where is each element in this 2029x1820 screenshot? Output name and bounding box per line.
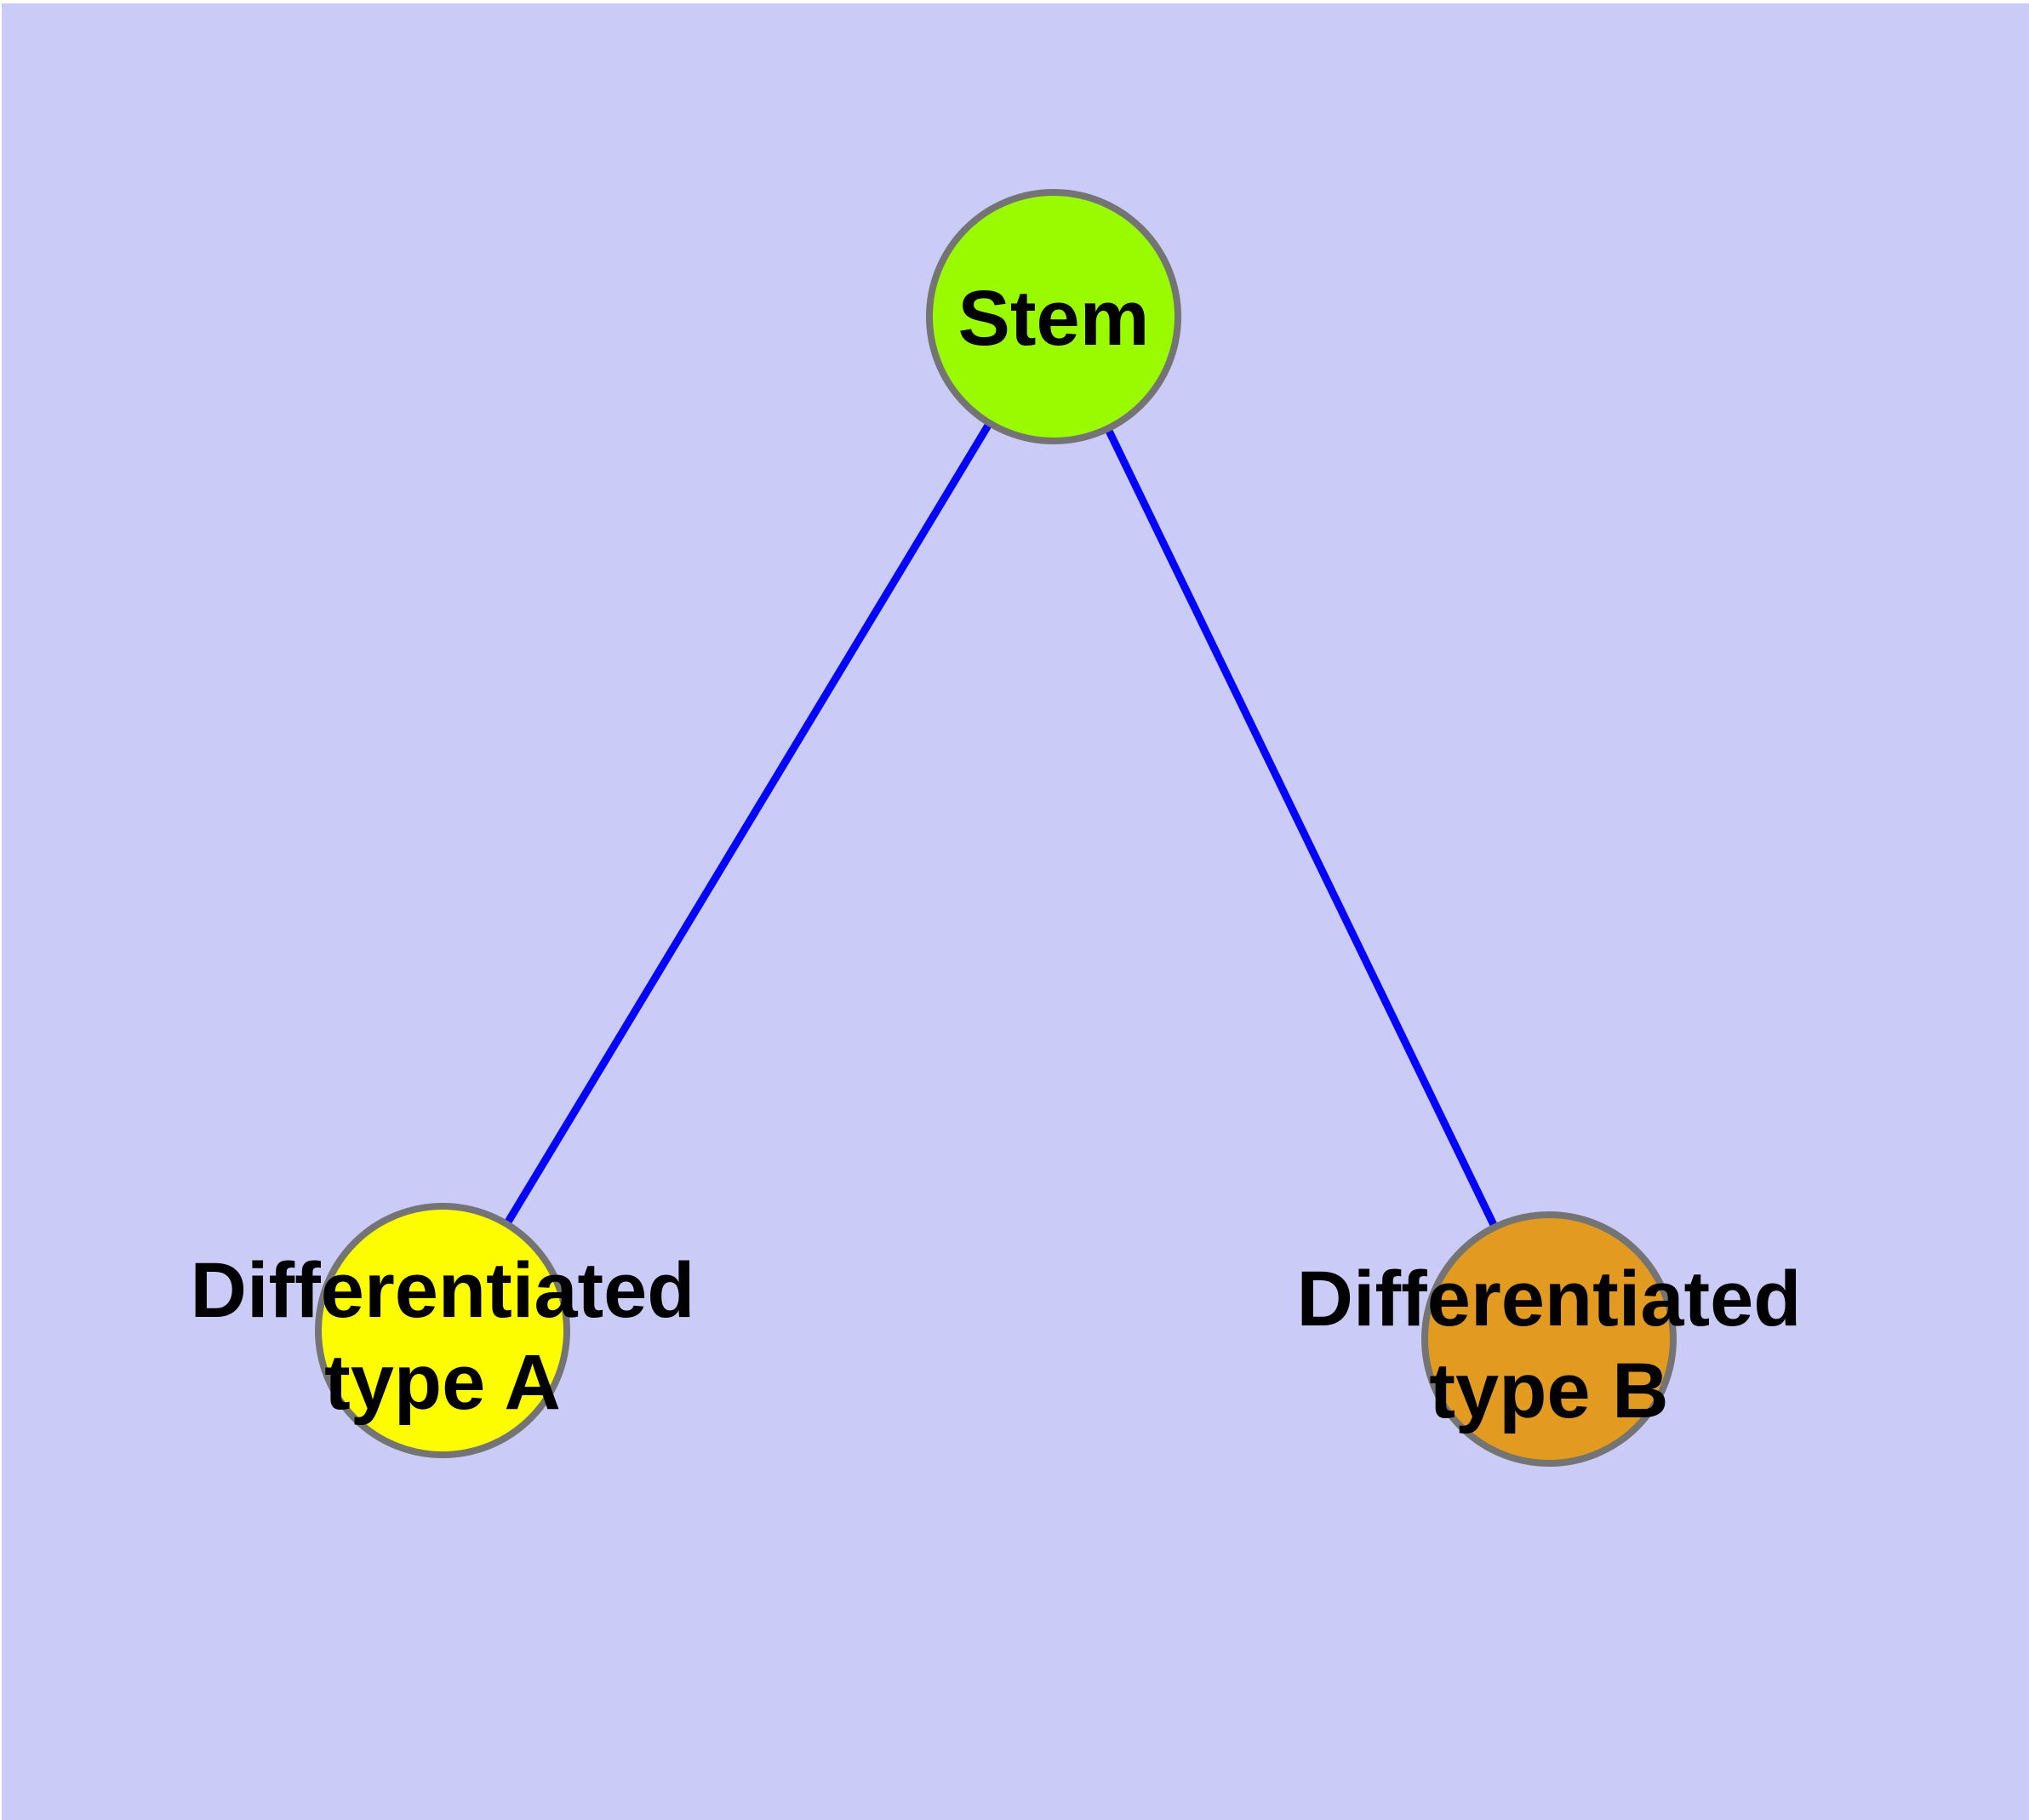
node-type-a-label-line1: Differentiated bbox=[191, 1247, 695, 1334]
node-type-b-circle bbox=[1421, 1211, 1677, 1467]
node-type-a-circle bbox=[315, 1203, 570, 1458]
node-stem-circle bbox=[926, 189, 1181, 444]
node-type-b-label-line1: Differentiated bbox=[1297, 1256, 1802, 1342]
edge-stem-to-type-a bbox=[439, 314, 1057, 1333]
node-stem-label: Stem bbox=[958, 275, 1150, 362]
edge-stem-to-type-b bbox=[1049, 315, 1553, 1341]
node-type-a-label-line2: type A bbox=[324, 1339, 561, 1426]
node-type-b-label-line2: type B bbox=[1429, 1348, 1668, 1434]
